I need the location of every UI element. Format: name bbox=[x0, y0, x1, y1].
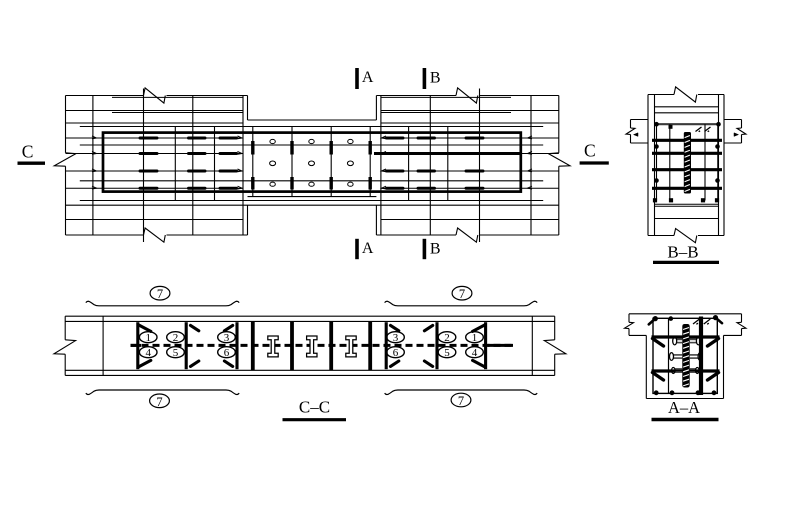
svg-text:C: C bbox=[584, 140, 596, 160]
svg-text:5: 5 bbox=[444, 347, 450, 359]
svg-text:5: 5 bbox=[173, 347, 179, 359]
svg-text:2: 2 bbox=[173, 332, 179, 344]
svg-text:A: A bbox=[362, 69, 374, 86]
svg-text:A: A bbox=[362, 240, 374, 257]
svg-text:A–A: A–A bbox=[668, 398, 700, 417]
svg-text:B–B: B–B bbox=[667, 242, 698, 261]
svg-text:7: 7 bbox=[458, 394, 464, 408]
svg-text:3: 3 bbox=[393, 332, 399, 344]
svg-text:4: 4 bbox=[472, 347, 478, 359]
svg-text:6: 6 bbox=[224, 347, 230, 359]
svg-text:7: 7 bbox=[157, 287, 163, 301]
svg-text:7: 7 bbox=[459, 287, 465, 301]
svg-text:1: 1 bbox=[472, 332, 478, 344]
svg-text:2: 2 bbox=[444, 332, 450, 344]
svg-text:1: 1 bbox=[145, 332, 151, 344]
svg-text:4: 4 bbox=[145, 347, 151, 359]
svg-text:3: 3 bbox=[224, 332, 230, 344]
svg-text:C: C bbox=[22, 142, 34, 162]
svg-text:6: 6 bbox=[393, 347, 399, 359]
svg-text:B: B bbox=[430, 70, 441, 87]
svg-text:7: 7 bbox=[156, 395, 162, 409]
svg-text:C–C: C–C bbox=[299, 397, 330, 416]
svg-text:B: B bbox=[430, 240, 441, 257]
